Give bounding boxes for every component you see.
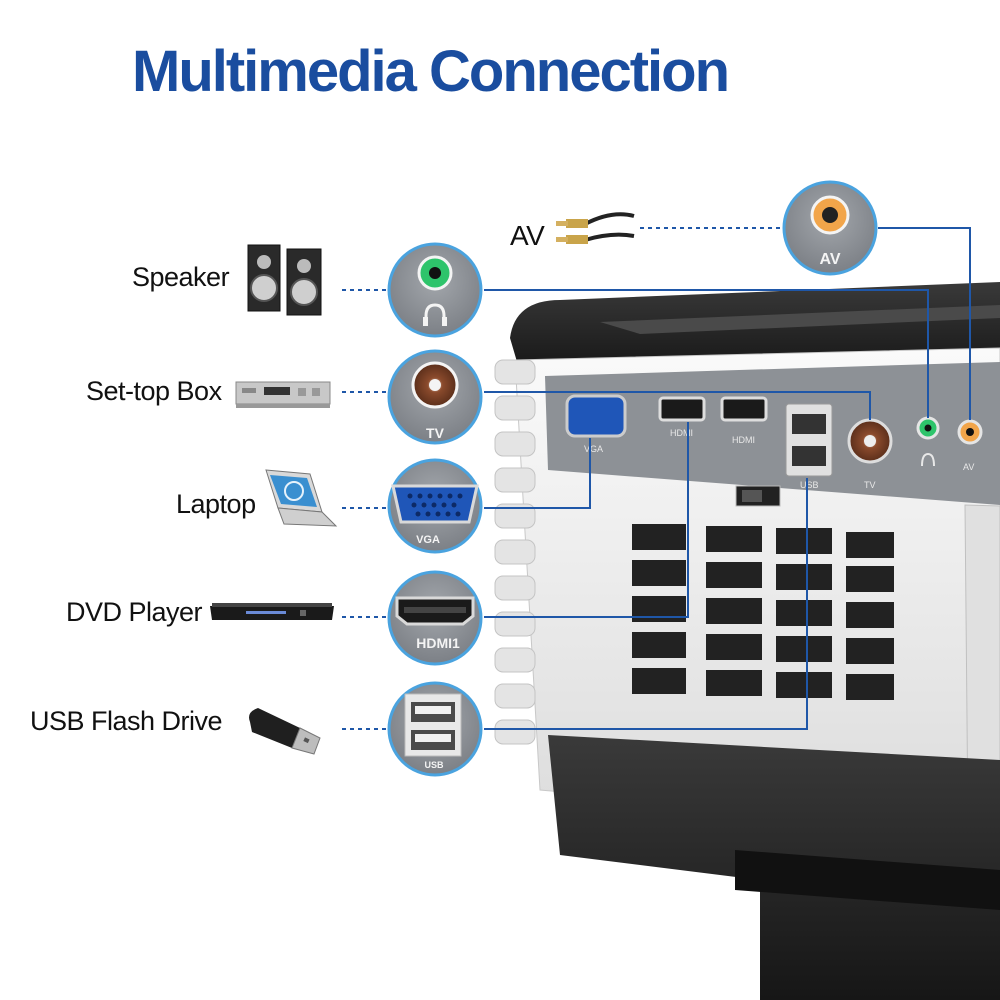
- dvd-player-icon: [210, 603, 334, 620]
- projector: VGA HDMI HDMI USB TV AV: [494, 282, 1000, 1000]
- bubble-audio: [387, 242, 483, 338]
- projector-top-panel: [600, 305, 1000, 334]
- device-label-av: AV: [510, 220, 545, 251]
- vent-grille: [632, 524, 894, 700]
- line-av: [878, 227, 971, 420]
- panel-label-av: AV: [963, 462, 974, 472]
- bubble-av: AV: [782, 180, 878, 276]
- page-title: Multimedia Connection: [132, 39, 730, 104]
- laptop-icon: [265, 469, 338, 527]
- device-label-dvd-player: DVD Player: [66, 597, 203, 627]
- line-hdmi: [484, 422, 689, 618]
- panel-label-usb: USB: [800, 480, 819, 490]
- device-label-usb-flash-drive: USB Flash Drive: [30, 706, 223, 736]
- panel-label-hdmi1: HDMI: [670, 428, 693, 438]
- panel-vga-port: [565, 394, 627, 438]
- port-panel: [545, 362, 1000, 505]
- panel-label-vga: VGA: [584, 444, 603, 454]
- device-label-speaker: Speaker: [132, 262, 230, 292]
- headphone-icon: [424, 303, 446, 325]
- panel-label-hdmi2: HDMI: [732, 435, 755, 445]
- av-cable-icon: [556, 212, 635, 244]
- connector-dashes: [342, 227, 782, 730]
- device-label-set-top-box: Set-top Box: [86, 376, 222, 406]
- line-speaker: [484, 289, 929, 418]
- bubble-tv-label: TV: [426, 425, 445, 441]
- speaker-icon: [247, 244, 322, 316]
- line-vga: [484, 438, 591, 509]
- usb-flash-drive-icon: [249, 708, 321, 755]
- bubble-vga: VGA: [387, 458, 483, 554]
- panel-hdmi1-port: [658, 396, 706, 422]
- bubble-av-label: AV: [819, 251, 840, 268]
- device-label-laptop: Laptop: [176, 489, 256, 519]
- bubble-hdmi-label: HDMI1: [416, 635, 460, 651]
- bubble-hdmi: HDMI1: [387, 570, 483, 666]
- set-top-box-icon: [235, 381, 331, 408]
- bubble-tv: TV: [387, 349, 483, 445]
- side-fins: [494, 359, 536, 745]
- bubble-vga-label: VGA: [416, 534, 440, 546]
- line-usb: [484, 478, 808, 730]
- connector-lines: [484, 227, 971, 730]
- bubble-usb-label: USB: [424, 760, 444, 770]
- panel-label-tv: TV: [864, 480, 876, 490]
- panel-hdmi2-port: [720, 396, 768, 422]
- bubble-usb: USB: [387, 681, 483, 777]
- line-tv: [484, 391, 871, 420]
